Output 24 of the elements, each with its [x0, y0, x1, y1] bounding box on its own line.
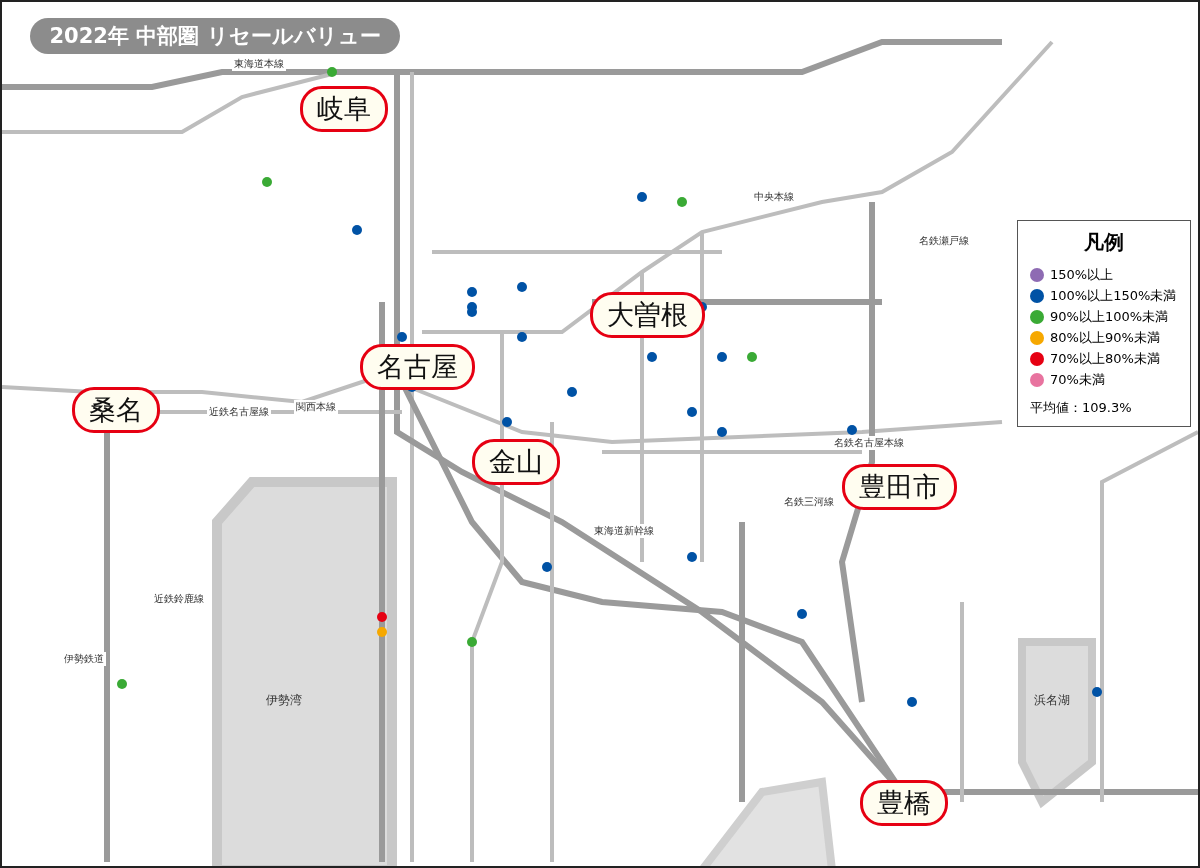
water-name: 浜名湖: [1033, 692, 1071, 709]
line-name: 近鉄名古屋線: [207, 405, 271, 419]
legend-text: 70%未満: [1050, 371, 1105, 389]
title-banner: 2022年 中部圏 リセールバリュー: [30, 18, 400, 54]
station-callout: 桑名: [72, 387, 160, 433]
station-callout: 豊橋: [860, 780, 948, 826]
line-name: 伊勢鉄道: [62, 652, 106, 666]
legend-text: 100%以上150%未満: [1050, 287, 1177, 305]
line-name: 中央本線: [752, 190, 796, 204]
legend-title: 凡例: [1083, 229, 1125, 256]
average-note: 平均値：109.3%: [1030, 399, 1132, 417]
station-callout: 金山: [472, 439, 560, 485]
water-name: 伊勢湾: [265, 692, 303, 709]
station-callout: 岐阜: [300, 86, 388, 132]
legend-text: 70%以上80%未満: [1050, 350, 1160, 368]
station-callout: 名古屋: [360, 344, 475, 390]
legend-text: 90%以上100%未満: [1050, 308, 1169, 326]
station-callout: 大曽根: [590, 292, 705, 338]
station-callout: 豊田市: [842, 464, 957, 510]
line-name: 名鉄瀬戸線: [917, 234, 971, 248]
line-name: 東海道新幹線: [592, 524, 656, 538]
legend-text: 150%以上: [1050, 266, 1114, 284]
line-name: 近鉄鈴鹿線: [152, 592, 206, 606]
legend-text: 80%以上90%未満: [1050, 329, 1160, 347]
